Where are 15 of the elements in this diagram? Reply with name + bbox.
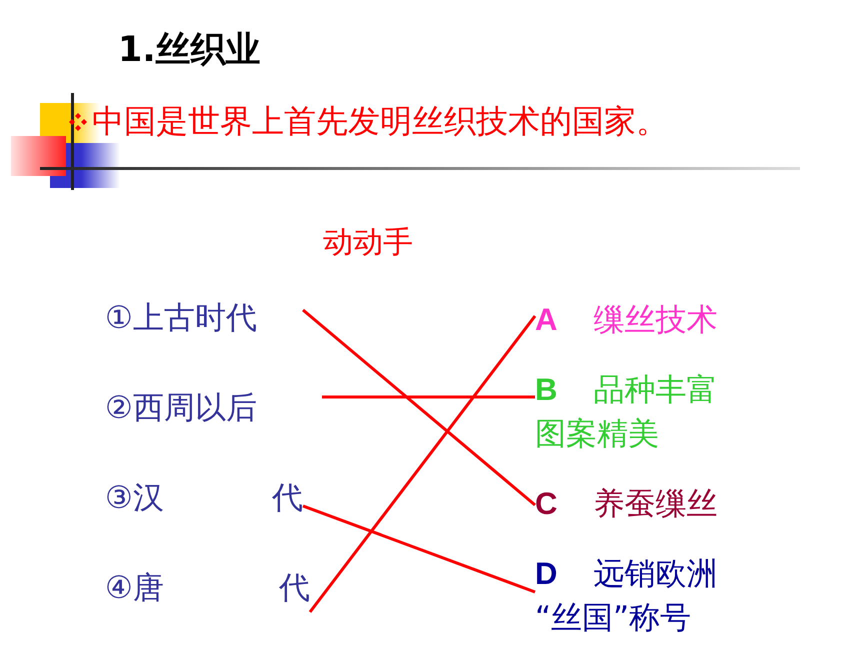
match-line [302, 504, 536, 594]
title: 1.丝织业 [118, 29, 261, 72]
period-item: ②西周以后 [105, 386, 322, 430]
match-line [302, 308, 536, 506]
period-item: ④唐 代 [105, 566, 310, 614]
feature-item: D 远销欧洲“丝国”称号 [535, 552, 727, 640]
statement-text: 中国是世界上首先发明丝织技术的国家。 [92, 101, 668, 142]
match-line [308, 315, 536, 613]
feature-item: A 缫丝技术 [535, 298, 727, 342]
period-item: ③汉 代 [105, 476, 303, 520]
activity-heading: 动动手 [323, 224, 413, 262]
feature-item: C 养蚕缫丝 [535, 482, 727, 526]
period-item: ①上古时代 [105, 296, 303, 340]
feature-item: B 品种丰富图案精美 [535, 368, 727, 456]
match-line [322, 396, 535, 398]
